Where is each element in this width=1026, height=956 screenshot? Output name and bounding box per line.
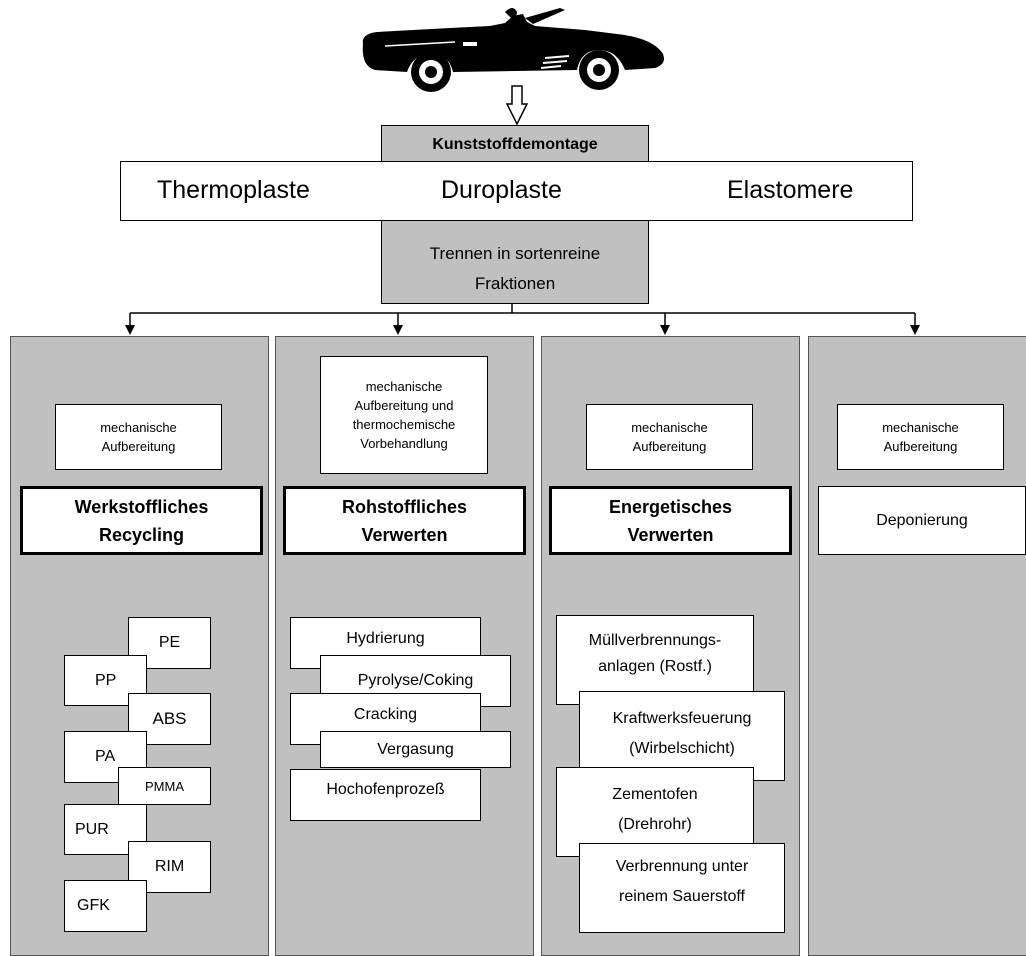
method-zementofen: Zementofen (Drehrohr)	[556, 767, 754, 857]
arrow-head-icon	[910, 325, 920, 335]
process-col2-line2: Aufbereitung und	[354, 398, 454, 413]
process-box-col1: mechanische Aufbereitung	[55, 404, 222, 470]
process-col3-line1: mechanische	[631, 420, 708, 435]
plastic-categories-box: Thermoplaste Duroplaste Elastomere	[120, 161, 913, 221]
process-box-col4: mechanische Aufbereitung	[837, 404, 1004, 470]
category-elastomere: Elastomere	[727, 176, 854, 204]
process-col2-line3: thermochemische	[352, 417, 456, 432]
process-col3-line2: Aufbereitung	[632, 439, 707, 454]
heading-col1-line1: Werkstoffliches	[74, 496, 209, 517]
arrow-head-icon	[393, 325, 403, 335]
heading-col2-line1: Rohstoffliches	[341, 496, 467, 517]
category-duroplaste: Duroplaste	[441, 176, 562, 204]
heading-box-col3: Energetisches Verwerten	[549, 486, 792, 555]
material-gfk: GFK	[64, 880, 147, 932]
heading-box-col1: Werkstoffliches Recycling	[20, 486, 263, 555]
heading-col1-line2: Recycling	[98, 524, 185, 545]
method-kraftwerk-line2: (Wirbelschicht)	[629, 740, 735, 757]
arrow-head-icon	[125, 325, 135, 335]
method-verbrennung: Verbrennung unter reinem Sauerstoff	[579, 843, 785, 933]
process-col4-line1: mechanische	[882, 420, 959, 435]
material-pe: PE	[128, 617, 211, 669]
dismantling-label: Kunststoffdemontage	[432, 136, 598, 153]
method-muell-line1: Müllverbrennungs-	[588, 632, 722, 649]
convertible-car-icon	[362, 8, 664, 92]
method-zement-line1: Zementofen	[612, 786, 698, 803]
dismantling-box: Kunststoffdemontage	[381, 125, 649, 165]
category-thermoplaste: Thermoplaste	[157, 176, 310, 204]
heading-col3-line1: Energetisches	[608, 496, 733, 517]
method-hochofen: Hochofenprozeß	[290, 769, 481, 821]
heading-box-col2: Rohstoffliches Verwerten	[283, 486, 526, 555]
process-box-col3: mechanische Aufbereitung	[586, 404, 753, 470]
method-muell-line2: anlagen (Rostf.)	[598, 658, 712, 675]
process-col1-line2: Aufbereitung	[101, 439, 176, 454]
process-col4-line2: Aufbereitung	[883, 439, 958, 454]
separation-label-line2: Fraktionen	[474, 274, 556, 293]
material-pmma: PMMA	[118, 767, 211, 805]
heading-col3-line2: Verwerten	[627, 524, 714, 545]
process-col2-line4: Vorbehandlung	[360, 436, 448, 451]
method-vergasung: Vergasung	[320, 731, 511, 768]
method-kraftwerk: Kraftwerksfeuerung (Wirbelschicht)	[579, 691, 785, 781]
method-muellverbrennung: Müllverbrennungs- anlagen (Rostf.)	[556, 615, 754, 705]
process-box-col2: mechanische Aufbereitung und thermochemi…	[320, 356, 488, 474]
separation-label-line1: Trennen in sortenreine	[429, 244, 601, 263]
heading-box-col4: Deponierung	[818, 486, 1026, 555]
heading-col2-line2: Verwerten	[361, 524, 448, 545]
method-zement-line2: (Drehrohr)	[618, 816, 692, 833]
process-col2-line1: mechanische	[365, 379, 443, 394]
process-col1-line1: mechanische	[100, 420, 177, 435]
down-arrow-icon	[505, 85, 529, 126]
method-verbrennung-line1: Verbrennung unter	[615, 858, 749, 875]
method-kraftwerk-line1: Kraftwerksfeuerung	[612, 710, 752, 727]
arrow-head-icon	[660, 325, 670, 335]
method-verbrennung-line2: reinem Sauerstoff	[619, 888, 745, 905]
separation-box: Trennen in sortenreine Fraktionen	[381, 221, 649, 304]
heading-col4-label: Deponierung	[876, 511, 968, 529]
